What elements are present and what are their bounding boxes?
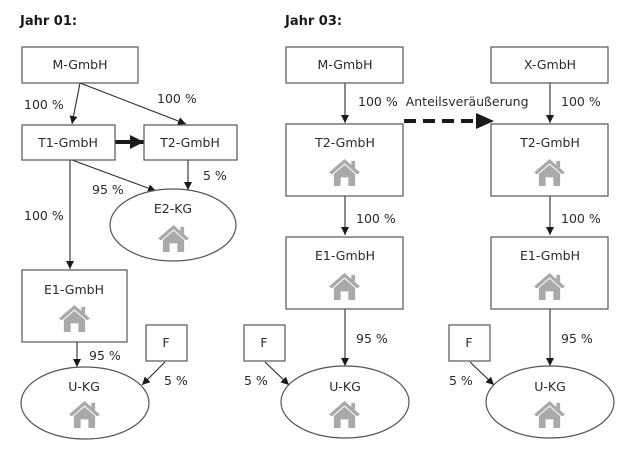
node-e1-gmbh: E1-GmbH: [285, 236, 404, 310]
panel-jahr-01: Jahr 01: 100 % 100 % 95 % 5 % 100 % 95 %…: [19, 14, 238, 440]
panel-title-jahr-03: Jahr 03:: [284, 14, 342, 29]
node-label: E1-GmbH: [44, 282, 104, 297]
node-t2-gmbh: T2-GmbH: [490, 123, 609, 197]
node-label: T2-GmbH: [314, 135, 375, 150]
node-label: X-GmbH: [524, 57, 576, 72]
node-t1-gmbh: T1-GmbH: [21, 124, 116, 161]
label-anteilsveraeusserung: Anteilsveräußerung: [406, 94, 529, 109]
node-label: E2-KG: [154, 201, 192, 216]
edge-m-t1: [69, 82, 81, 125]
label-e1-u: 95 %: [356, 331, 388, 346]
label-f-u: 5 %: [164, 373, 188, 388]
node-e2-kg: E2-KG: [109, 188, 237, 262]
node-label: F: [465, 335, 472, 350]
sale-label: 100 % Anteilsveräußerung: [358, 94, 529, 109]
node-label: T1-GmbH: [37, 135, 98, 150]
label-f-u: 5 %: [449, 373, 473, 388]
node-e1-gmbh: E1-GmbH: [490, 236, 609, 310]
node-t2-gmbh: T2-GmbH: [143, 124, 238, 161]
label-t2-e1: 100 %: [561, 211, 601, 226]
column-after-sale: 100 % 100 % 95 % 5 % X-GmbH T2-GmbH E1-G…: [448, 46, 615, 439]
edge-f-u: [264, 361, 290, 386]
node-label: F: [162, 335, 169, 350]
label-e1-u: 95 %: [89, 348, 121, 363]
column-before-sale: 100 % 95 % 5 % M-GmbH T2-GmbH E1-GmbH F: [243, 46, 410, 439]
node-x-gmbh: X-GmbH: [490, 46, 609, 84]
edge-f-u: [469, 361, 495, 386]
label-mgmbh-t2: 100 %: [358, 94, 398, 109]
node-label: E1-GmbH: [520, 248, 580, 263]
node-u-kg: U-KG: [20, 366, 150, 440]
node-e1-gmbh: E1-GmbH: [21, 269, 128, 343]
node-f: F: [243, 324, 286, 362]
label-f-u: 5 %: [244, 373, 268, 388]
node-f: F: [145, 324, 188, 362]
label-t2-e2: 5 %: [203, 168, 227, 183]
label-t1-e2: 95 %: [92, 182, 124, 197]
node-label: M-GmbH: [53, 57, 108, 72]
node-label: T2-GmbH: [519, 135, 580, 150]
node-label: F: [260, 335, 267, 350]
node-f: F: [448, 324, 491, 362]
node-m-gmbh: M-GmbH: [21, 46, 139, 84]
node-label: E1-GmbH: [315, 248, 375, 263]
edge-m-t2: [79, 82, 187, 125]
panel-title-jahr-01: Jahr 01:: [19, 14, 77, 29]
node-t2-gmbh: T2-GmbH: [285, 123, 404, 197]
sale-arrowhead: [476, 113, 494, 129]
label-parent-t2: 100 %: [561, 94, 601, 109]
node-label: U-KG: [68, 379, 100, 394]
node-label: U-KG: [534, 379, 566, 394]
edge-t1-e2: [71, 159, 157, 192]
label-t2-e1: 100 %: [356, 211, 396, 226]
label-m-t2: 100 %: [157, 91, 197, 106]
label-e1-u: 95 %: [561, 331, 593, 346]
node-u-kg: U-KG: [485, 365, 615, 439]
edge-f-u: [141, 361, 166, 386]
node-label: T2-GmbH: [159, 135, 220, 150]
label-m-t1: 100 %: [24, 97, 64, 112]
panel-jahr-03: Jahr 03: 100 % Anteilsveräußerung 100 % …: [243, 14, 615, 439]
node-u-kg: U-KG: [280, 365, 410, 439]
node-m-gmbh: M-GmbH: [285, 46, 404, 84]
label-t1-e1: 100 %: [24, 208, 64, 223]
node-label: M-GmbH: [318, 57, 373, 72]
node-label: U-KG: [329, 379, 361, 394]
